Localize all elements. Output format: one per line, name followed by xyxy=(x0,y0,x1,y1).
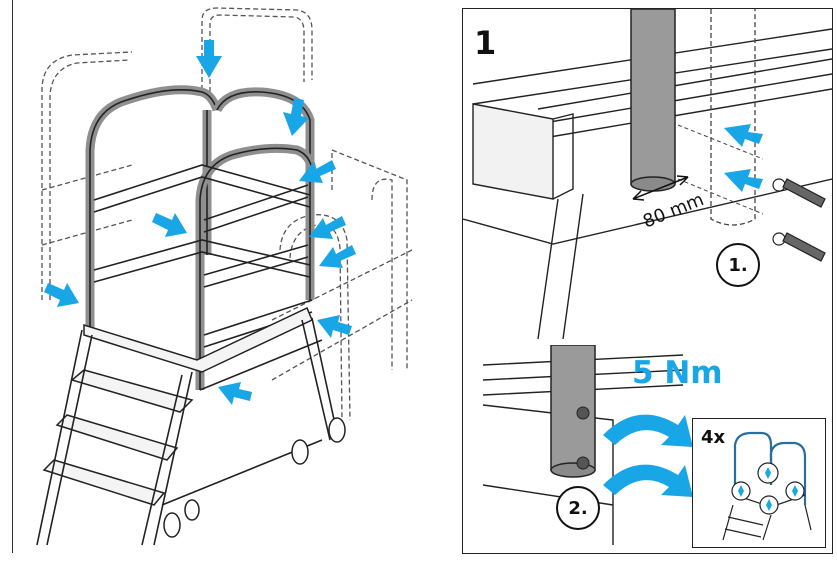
inset-overview: 4x xyxy=(692,418,826,548)
step-1-number: 1 xyxy=(474,24,497,62)
substep-2-badge: 2. xyxy=(556,486,600,530)
platform-and-steps xyxy=(42,306,313,506)
bolt-count-label: 4x xyxy=(701,427,726,448)
ghost-handrails xyxy=(41,7,413,421)
ladder-assembly-drawing xyxy=(36,7,413,546)
insertion-arrows xyxy=(44,40,356,405)
torque-value: 5 Nm xyxy=(632,355,723,391)
step1-detail-drawing xyxy=(463,9,832,339)
castor-wheels xyxy=(163,417,346,538)
step2-detail-drawing xyxy=(482,345,693,545)
torque-arrows xyxy=(603,414,693,497)
overview-illustration xyxy=(12,0,436,553)
ladder-legs xyxy=(36,317,339,546)
left-panel-border xyxy=(12,0,13,553)
handrail-frame xyxy=(85,85,317,390)
substep-1-badge: 1. xyxy=(716,243,760,287)
inset-ladder-thumbnail xyxy=(722,431,812,541)
